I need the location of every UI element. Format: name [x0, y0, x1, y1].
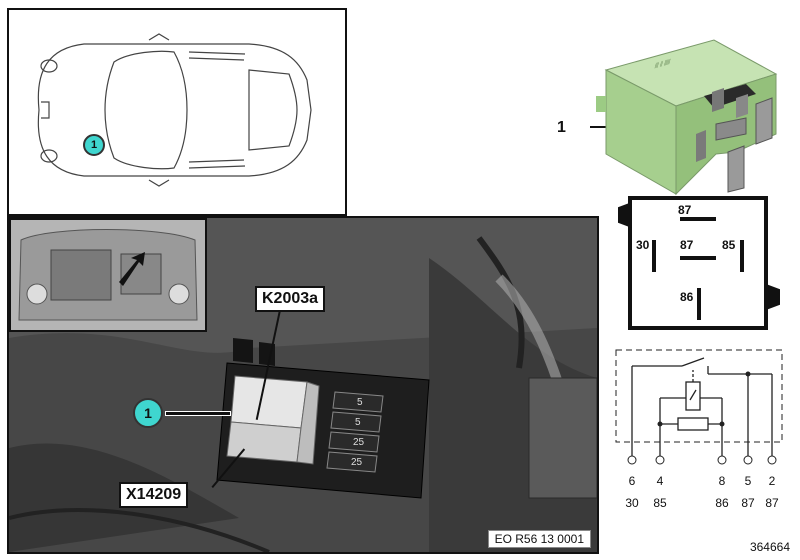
terminal-label-5: 87: [765, 496, 779, 510]
pin-87-top-blade: [680, 217, 716, 221]
pin-layout-tab-right: [766, 284, 780, 310]
position-marker-photo: 1: [133, 398, 163, 428]
engine-bay-overview-inset: [9, 218, 207, 332]
terminal-number-4: 5: [744, 474, 752, 488]
terminal-number-5: 2: [768, 474, 776, 488]
pin-87-center: 87: [680, 238, 694, 252]
reference-code: EO R56 13 0001: [487, 530, 591, 548]
terminal-label-3: 86: [715, 496, 729, 510]
terminal-label-1: 30: [625, 496, 639, 510]
fuse-label: 5: [357, 397, 363, 408]
part-number-label: 1: [557, 119, 566, 136]
engine-bay-inset-image: [11, 220, 205, 330]
terminal-number-1: 6: [628, 474, 636, 488]
terminal-number-2: 4: [656, 474, 664, 488]
pin-85: 85: [722, 238, 736, 252]
callout-label-x14209: X14209: [119, 482, 189, 508]
installation-photo-panel: 5 5 25 25 K2003a X14209 1 EO R56 13 0001: [7, 216, 599, 554]
marker-leader-photo: [165, 411, 231, 416]
fuse-label: 25: [351, 457, 363, 468]
terminal-label-2: 85: [653, 496, 667, 510]
fuse-label: 25: [353, 437, 365, 448]
vehicle-location-panel: 1: [7, 8, 347, 216]
pin-85-blade: [740, 240, 744, 272]
pin-87-top: 87: [678, 203, 692, 217]
relay-circuit-schematic: [615, 349, 783, 465]
terminal-number-3: 8: [718, 474, 726, 488]
position-marker-car: 1: [83, 134, 105, 156]
pin-30: 30: [636, 238, 650, 252]
part-leader-line: [590, 126, 606, 128]
terminal-label-4: 87: [741, 496, 755, 510]
fuse-label: 5: [355, 417, 361, 428]
callout-label-k2003a: K2003a: [255, 286, 326, 312]
pin-30-blade: [652, 240, 656, 272]
relay-image: ∕∕∕ ∕∕ ∕∕∕∕∕: [596, 39, 778, 196]
image-id-label: 364664: [749, 540, 790, 554]
pin-86: 86: [680, 290, 694, 304]
pin-86-blade: [697, 288, 701, 320]
pin-87-center-blade: [680, 256, 716, 260]
pin-layout-tab-left: [618, 202, 632, 228]
car-top-view-outline: [37, 33, 312, 187]
